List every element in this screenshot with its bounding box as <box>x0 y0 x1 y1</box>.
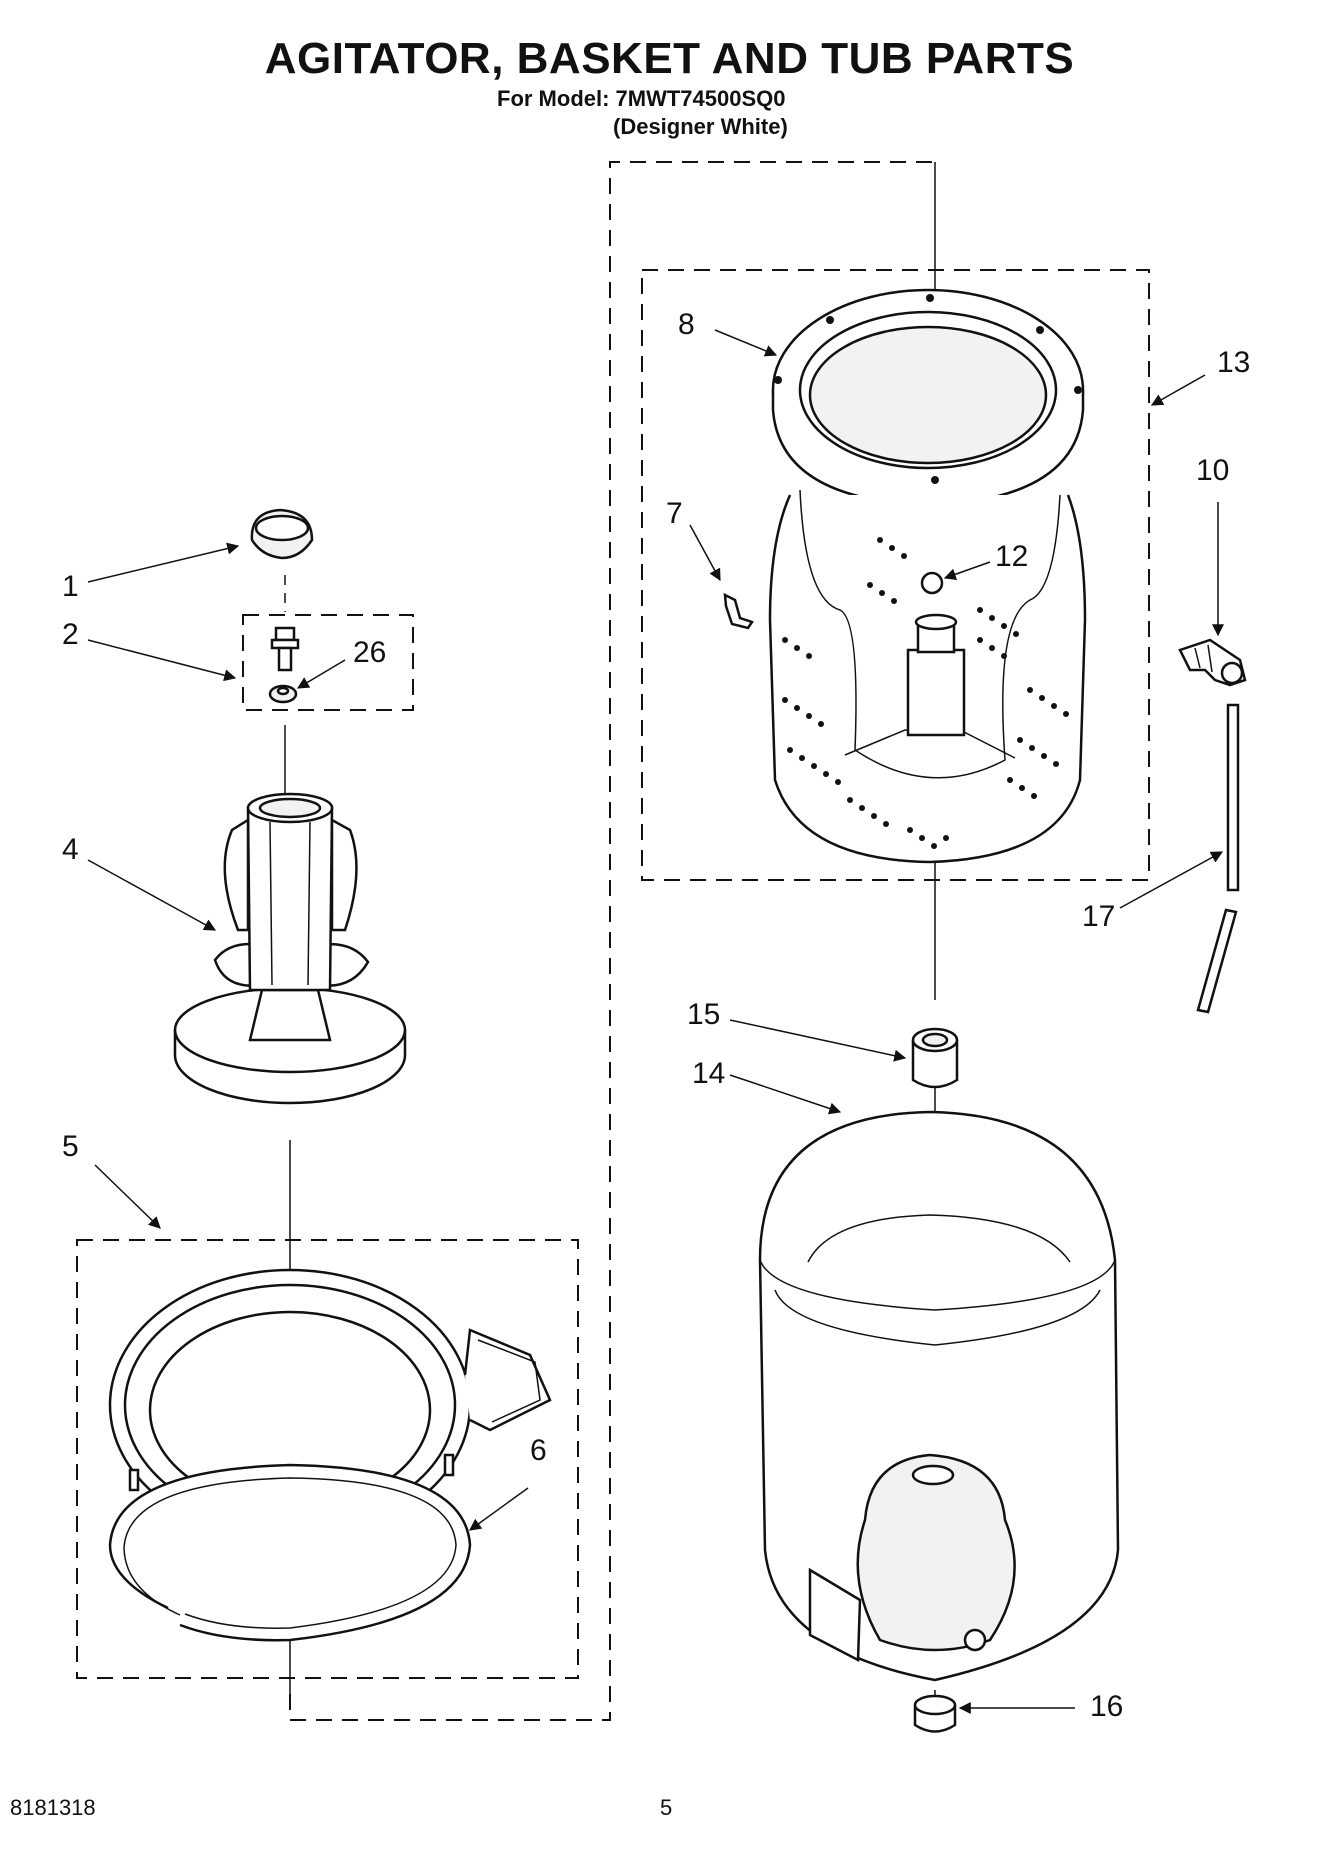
callout-16: 16 <box>1090 1690 1124 1723</box>
basket-perforations <box>782 537 1069 849</box>
hose-part <box>1196 703 1240 1014</box>
tub-seal-part <box>108 1463 472 1642</box>
outer-tub-part <box>758 1110 1120 1682</box>
routing-line <box>289 161 935 1721</box>
group-box-2 <box>242 614 414 711</box>
callout-1: 1 <box>62 570 79 603</box>
hub-bushing-part <box>911 1027 959 1089</box>
hose-connector-part <box>1178 638 1247 687</box>
variant-line: (Designer White) <box>613 114 788 139</box>
basket-clip-part <box>723 592 754 630</box>
basket-ring-part <box>771 288 1085 507</box>
callout-10: 10 <box>1196 454 1230 487</box>
callout-12: 12 <box>995 540 1029 573</box>
doc-number: 8181318 <box>10 1795 96 1820</box>
group-box-13 <box>641 269 1150 881</box>
callout-6: 6 <box>530 1434 547 1467</box>
callout-7: 7 <box>666 497 683 530</box>
page-title: AGITATOR, BASKET AND TUB PARTS <box>264 34 1075 83</box>
drain-plug-part <box>913 1694 957 1733</box>
callout-8: 8 <box>678 308 695 341</box>
callout-5: 5 <box>62 1130 79 1163</box>
callout-leaders <box>87 329 1224 1714</box>
basket-part <box>768 489 1087 864</box>
agitator-part <box>173 792 407 1105</box>
callout-26: 26 <box>353 636 387 669</box>
callout-17: 17 <box>1082 900 1116 933</box>
washer-part <box>268 684 298 704</box>
callout-13: 13 <box>1217 346 1251 379</box>
page-number: 5 <box>660 1795 673 1820</box>
agitator-bolt-part <box>270 626 300 672</box>
model-line: For Model: 7MWT74500SQ0 <box>497 86 786 111</box>
callout-14: 14 <box>692 1057 726 1090</box>
agitator-cap-part <box>250 508 314 560</box>
callout-15: 15 <box>687 998 721 1031</box>
callout-2: 2 <box>62 618 79 651</box>
callout-4: 4 <box>62 833 79 866</box>
